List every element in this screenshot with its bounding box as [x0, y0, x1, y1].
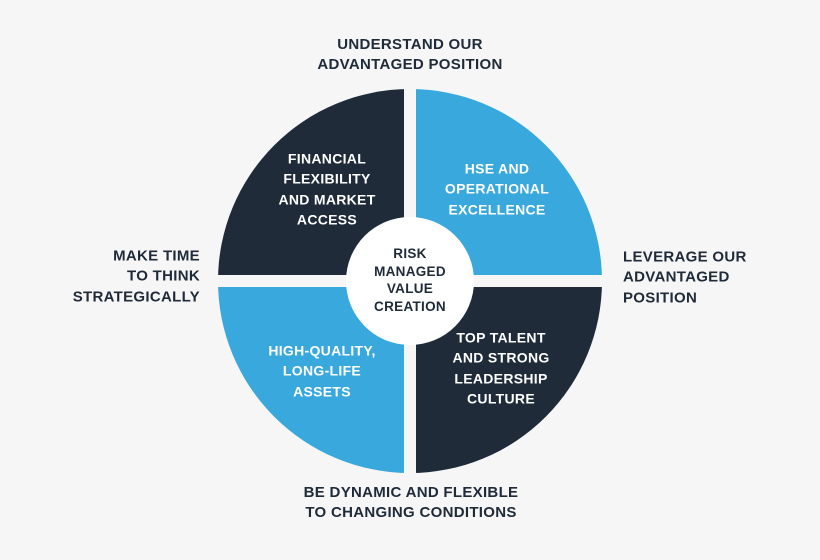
center-label: RISK MANAGED VALUE CREATION	[374, 245, 446, 314]
outer-label-right: LEVERAGE OUR ADVANTAGED POSITION	[623, 248, 747, 307]
center-circle	[346, 217, 474, 345]
quadrant-top-right-label: HSE AND OPERATIONAL EXCELLENCE	[444, 160, 550, 218]
quadrant-bottom-right-label: TOP TALENT AND STRONG LEADERSHIP CULTURE	[452, 329, 550, 407]
quadrant-bottom-right-shape	[410, 281, 602, 473]
quadrant-top-left-shape	[218, 89, 410, 281]
quadrant-top-right-shape	[410, 89, 602, 281]
quadrant-top-left-label: FINANCIAL FLEXIBILITY AND MARKET ACCESS	[278, 150, 376, 228]
outer-label-left: MAKE TIME TO THINK STRATEGICALLY	[72, 247, 200, 306]
outer-label-bottom: BE DYNAMIC AND FLEXIBLE TO CHANGING COND…	[303, 483, 519, 521]
quadrant-bottom-left-shape	[218, 281, 410, 473]
quadrant-bottom-left-label: HIGH-QUALITY, LONG-LIFE ASSETS	[268, 342, 376, 400]
outer-label-top: UNDERSTAND OUR ADVANTAGED POSITION	[317, 35, 503, 73]
